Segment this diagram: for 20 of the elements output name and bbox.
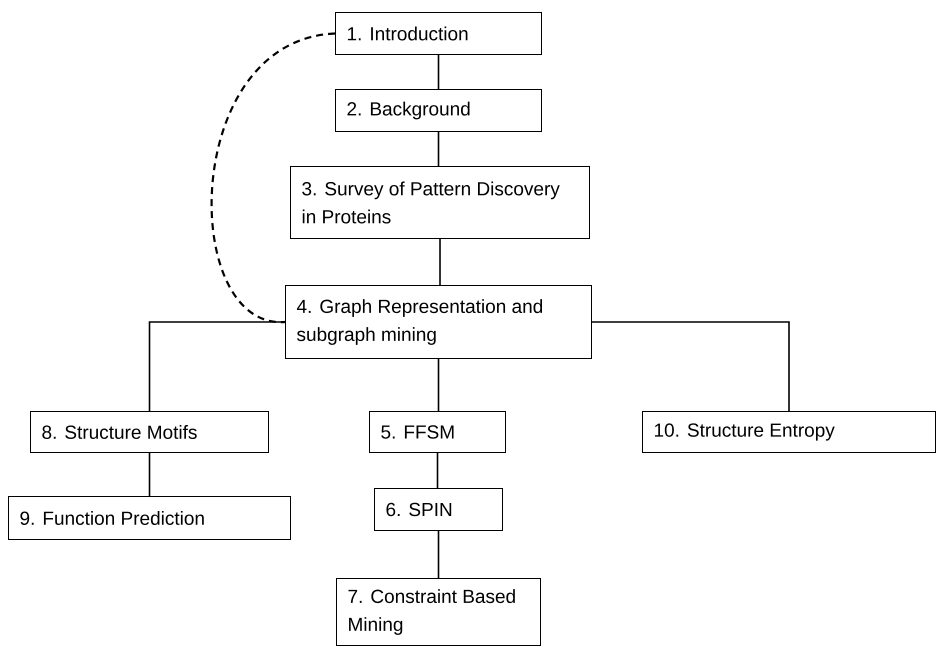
section-box: 7. Constraint Based Mining [336,578,541,646]
connector-line [436,453,438,488]
connector-line [439,239,441,285]
section-box: 8. Structure Motifs [30,411,269,453]
connector-line [438,531,440,578]
section-box: 6. SPIN [374,488,503,531]
section-box: 10. Structure Entropy [642,411,936,453]
connector-line [438,359,440,411]
section-box: 3. Survey of Pattern Discovery in Proteins [290,166,590,239]
connector-line [592,321,790,411]
section-box: 5. FFSM [369,411,506,453]
connector-line [438,132,440,166]
section-box: 2. Background [335,89,542,132]
section-box: 9. Function Prediction [8,496,291,540]
section-box: 1. Introduction [335,12,542,55]
connector-line [211,32,336,324]
connector-line [438,55,440,89]
connector-line [148,321,285,411]
connector-line [148,453,150,496]
section-box: 4. Graph Representation and subgraph mining [285,285,592,359]
